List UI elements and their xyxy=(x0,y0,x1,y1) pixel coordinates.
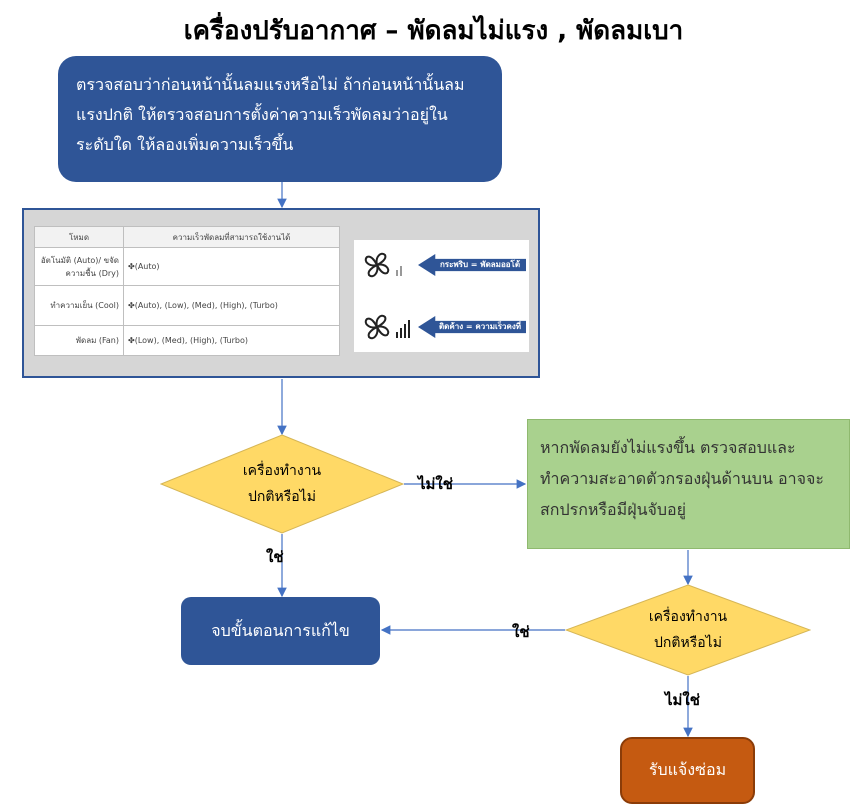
fan-steady-icon xyxy=(364,314,410,340)
label-yes-1: ใช่ xyxy=(266,548,284,566)
decision2-line1: เครื่องทำงาน xyxy=(648,609,728,625)
label-yes-2: ใช่ xyxy=(512,623,530,641)
table-cell-mode: อัตโนมัติ (Auto)/ ขจัดความชื้น (Dry) xyxy=(34,247,124,286)
decision2-line2: ปกติหรือไม่ xyxy=(654,635,722,651)
label-no-1: ไม่ใช่ xyxy=(418,475,453,493)
label-no-2: ไม่ใช่ xyxy=(665,691,700,709)
filter-check-box: หากพัดลมยังไม่แรงขึ้น ตรวจสอบและทำความสะ… xyxy=(527,419,850,549)
table-row: อัตโนมัติ (Auto)/ ขจัดความชื้น (Dry) ✤(A… xyxy=(34,247,340,286)
fan-indicator-legend: กระพริบ = พัดลมออโต้ ติดค้าง = ความเร็วค… xyxy=(354,240,529,352)
table-header-mode: โหมด xyxy=(34,226,124,248)
page-title: เครื่องปรับอากาศ – พัดลมไม่แรง , พัดลมเบ… xyxy=(183,16,684,46)
decision-diamond-2: เครื่องทำงาน ปกติหรือไม่ xyxy=(565,584,811,676)
fan-icon: ✤ xyxy=(128,262,135,271)
fan-mode-panel: โหมด ความเร็วพัดลมที่สามารถใช้งานได้ อัต… xyxy=(22,208,540,378)
fan-icon: ✤ xyxy=(128,301,135,310)
table-header-speeds: ความเร็วพัดลมที่สามารถใช้งานได้ xyxy=(123,226,340,248)
decision1-line1: เครื่องทำงาน xyxy=(242,463,322,479)
legend-blink-label: กระพริบ = พัดลมออโต้ xyxy=(418,254,526,276)
table-cell-speeds: ✤(Auto) xyxy=(123,247,340,286)
intro-step-box: ตรวจสอบว่าก่อนหน้านั้นลมแรงหรือไม่ ถ้าก่… xyxy=(58,56,502,182)
fan-blinking-icon xyxy=(364,252,402,278)
end-process-box: จบขั้นตอนการแก้ไข xyxy=(181,597,380,665)
decision-diamond-1: เครื่องทำงาน ปกติหรือไม่ xyxy=(160,434,404,534)
table-cell-speeds: ✤(Low), (Med), (High), (Turbo) xyxy=(123,325,340,356)
fan-mode-table: โหมด ความเร็วพัดลมที่สามารถใช้งานได้ อัต… xyxy=(34,226,340,356)
table-row: พัดลม (Fan) ✤(Low), (Med), (High), (Turb… xyxy=(34,325,340,356)
table-cell-mode: ทำความเย็น (Cool) xyxy=(34,285,124,326)
legend-steady-label: ติดค้าง = ความเร็วคงที่ xyxy=(418,316,526,338)
table-cell-mode: พัดลม (Fan) xyxy=(34,325,124,356)
repair-request-box: รับแจ้งซ่อม xyxy=(620,737,755,804)
decision1-line2: ปกติหรือไม่ xyxy=(248,489,316,505)
table-row: ทำความเย็น (Cool) ✤(Auto), (Low), (Med),… xyxy=(34,285,340,326)
fan-icon: ✤ xyxy=(128,336,135,345)
table-cell-speeds: ✤(Auto), (Low), (Med), (High), (Turbo) xyxy=(123,285,340,326)
